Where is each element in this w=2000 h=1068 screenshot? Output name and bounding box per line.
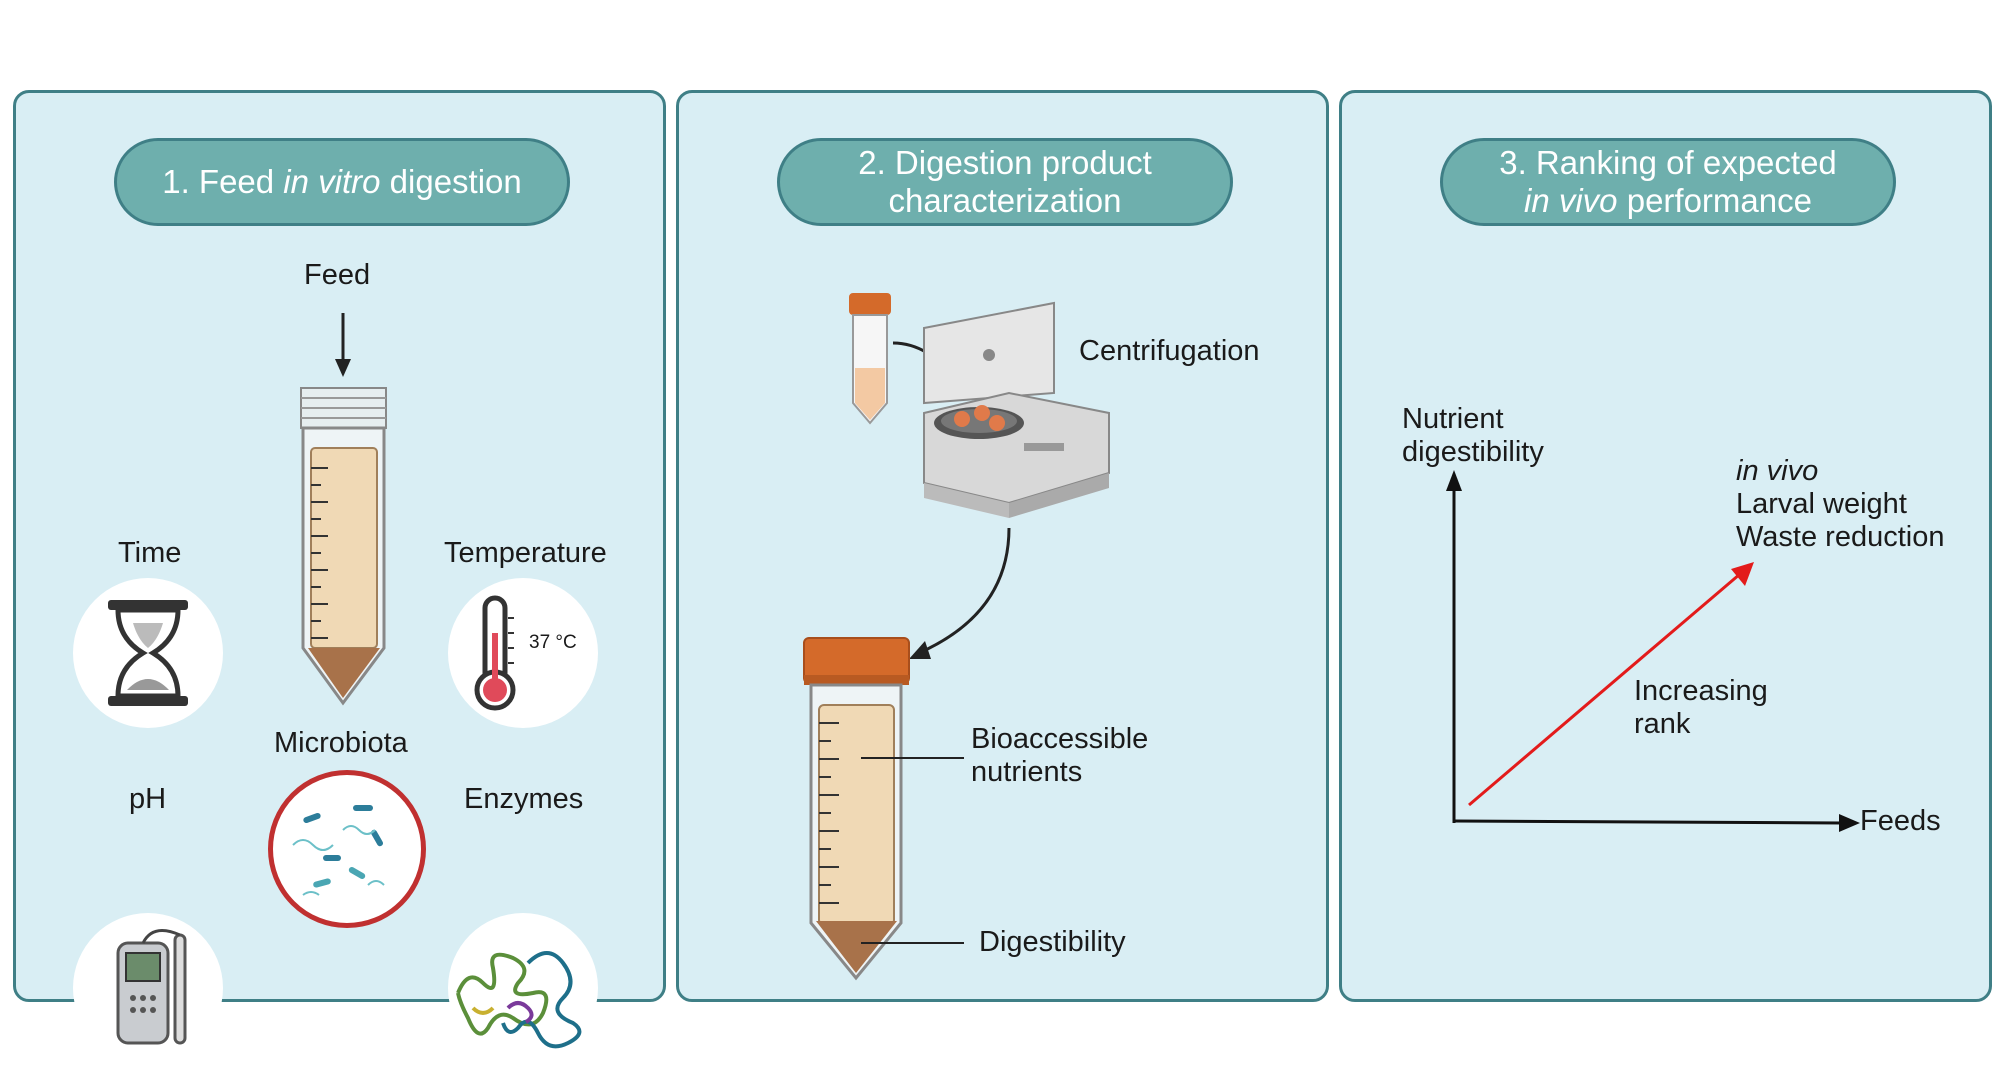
title-line2: characterization [888, 182, 1122, 219]
increasing-label-line1: Increasing [1634, 675, 1768, 707]
microbiota-label: Microbiota [274, 727, 408, 759]
ranking-axes [1446, 470, 1860, 832]
enzymes-label: Enzymes [464, 783, 584, 815]
small-tube-icon [849, 293, 891, 425]
title-line2-italic: in vivo [1524, 182, 1618, 219]
x-axis-label: Feeds [1860, 805, 1941, 837]
feed-label: Feed [304, 259, 371, 291]
title-suffix: digestion [380, 163, 522, 200]
panel1-title: 1. Feed in vitro digestion [114, 138, 570, 226]
panel-product-characterization: 2. Digestion product characterization Ce… [676, 90, 1329, 1002]
time-label: Time [118, 537, 182, 569]
centrifugation-label: Centrifugation [1079, 335, 1260, 367]
panel3-title: 3. Ranking of expected in vivo performan… [1440, 138, 1896, 226]
enzyme-protein-icon [448, 913, 598, 1063]
panel2-title: 2. Digestion product characterization [777, 138, 1233, 226]
bioaccessible-line1: Bioaccessible [971, 723, 1149, 755]
rank-arrow [1468, 572, 1741, 807]
centrifuge-illustration [803, 293, 1110, 981]
bioaccessible-line2: nutrients [971, 756, 1083, 788]
y-axis-label-line2: digestibility [1402, 436, 1544, 468]
title-prefix: 1. Feed [162, 163, 284, 200]
title-italic: in vitro [283, 163, 381, 200]
waste-reduction-label: Waste reduction [1736, 521, 1945, 553]
increasing-label-line2: rank [1634, 708, 1691, 740]
hourglass-icon [73, 578, 223, 728]
ph-label: pH [129, 783, 167, 815]
title-line2-rest: performance [1617, 182, 1812, 219]
title-line1: 2. Digestion product [858, 144, 1152, 181]
larval-weight-label: Larval weight [1736, 488, 1907, 520]
invivo-label: in vivo [1736, 455, 1819, 487]
y-axis-label-line1: Nutrient [1402, 403, 1504, 435]
centrifuge-icon [923, 301, 1110, 518]
microbiota-icon [268, 770, 426, 928]
digestibility-label: Digestibility [979, 926, 1126, 958]
ph-meter-icon [73, 913, 223, 1063]
temperature-label: Temperature [444, 537, 607, 569]
big-tube-icon [803, 637, 910, 981]
feed-tube-illustration [300, 313, 387, 706]
panel-ranking: 3. Ranking of expected in vivo performan… [1339, 90, 1992, 1002]
temperature-value: 37 °C [529, 632, 577, 653]
x-axis [1453, 819, 1843, 825]
panel-in-vitro-digestion: 1. Feed in vitro digestion Feed Time Tem… [13, 90, 666, 1063]
thermometer-icon [448, 578, 598, 728]
title-line1: 3. Ranking of expected [1499, 144, 1837, 181]
